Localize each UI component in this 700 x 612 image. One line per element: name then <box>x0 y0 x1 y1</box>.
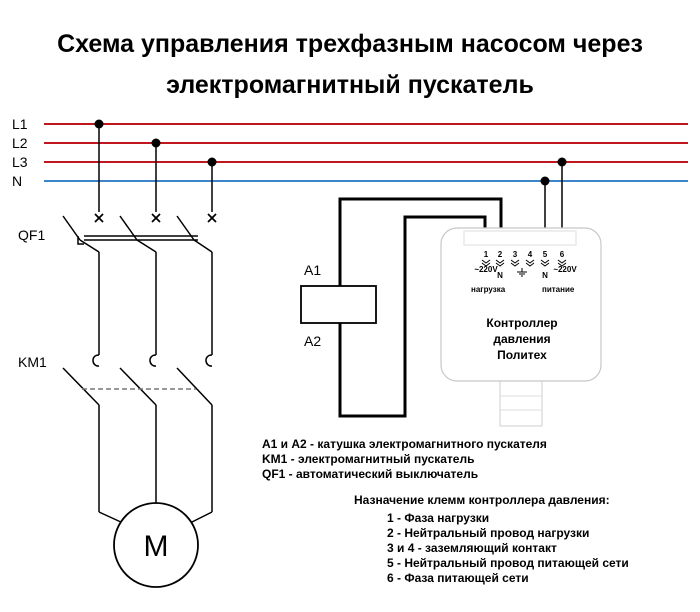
controller-name-3: Политех <box>497 348 547 362</box>
label-n: N <box>12 173 22 189</box>
terminal-2: 2 <box>498 250 503 259</box>
terminal-6: 6 <box>560 250 565 259</box>
label-l3: L3 <box>12 154 28 170</box>
phase-drops <box>98 124 213 212</box>
label-load: нагрузка <box>471 285 506 294</box>
terminal-info-list: 1 - Фаза нагрузки 2 - Нейтральный провод… <box>387 511 629 586</box>
terminal-info-item: 3 и 4 - заземляющий контакт <box>387 541 557 555</box>
title-line-1: Схема управления трехфазным насосом чере… <box>57 30 643 58</box>
terminal-2-neutral: N <box>497 271 503 280</box>
title-line-2: электромагнитный пускатель <box>166 71 534 99</box>
controller-terminals: 1 2 3 4 5 6 <box>484 250 565 259</box>
label-l1: L1 <box>12 116 28 132</box>
coil-wiring <box>338 197 503 418</box>
terminal-info-heading: Назначение клемм контроллера давления: <box>354 493 610 507</box>
terminal-3: 3 <box>513 250 518 259</box>
contactor-km1 <box>62 367 213 406</box>
motor-label: M <box>144 530 169 563</box>
label-a1: A1 <box>304 262 321 278</box>
motor-symbol <box>113 502 199 588</box>
controller-name-1: Контроллер <box>486 316 557 330</box>
breaker-x-marks <box>94 213 217 223</box>
terminal-info-item: 5 - Нейтральный провод питающей сети <box>387 556 629 570</box>
ground-icon <box>517 268 527 277</box>
label-l2: L2 <box>12 135 28 151</box>
breaker-qf1 <box>62 215 213 253</box>
label-a2: A2 <box>304 333 321 349</box>
label-qf1: QF1 <box>18 227 45 243</box>
legend-km1: KM1 - электромагнитный пускатель <box>262 452 475 466</box>
breaker-to-contactor-wires <box>92 252 213 367</box>
terminal-1-voltage: ~220V <box>474 265 498 274</box>
terminal-4: 4 <box>528 250 533 259</box>
controller-terminal-block <box>463 230 577 246</box>
terminal-1: 1 <box>484 250 489 259</box>
terminal-info-item: 2 - Нейтральный провод нагрузки <box>387 526 590 540</box>
diagram-title: Схема управления трехфазным насосом чере… <box>0 24 700 106</box>
controller-stem <box>499 380 543 427</box>
terminal-info-item: 6 - Фаза питающей сети <box>387 571 529 585</box>
controller-name-2: давления <box>493 332 550 346</box>
terminal-6-voltage: ~220V <box>553 265 577 274</box>
legend-coil: A1 и A2 - катушка электромагнитного пуск… <box>262 437 547 451</box>
legend-block: A1 и A2 - катушка электромагнитного пуск… <box>262 437 547 482</box>
legend-qf1: QF1 - автоматический выключатель <box>262 467 479 481</box>
controller-body <box>440 227 602 382</box>
terminal-chevron-icons <box>481 259 567 267</box>
label-km1: KM1 <box>18 354 47 370</box>
terminal-5-neutral: N <box>542 271 548 280</box>
terminal-info-item: 1 - Фаза нагрузки <box>387 511 490 525</box>
label-supply: питание <box>542 285 575 294</box>
controller-stem-ribs <box>500 395 542 411</box>
terminal-5: 5 <box>543 250 548 259</box>
motor-wires <box>98 405 213 524</box>
contactor-coil <box>300 285 377 324</box>
